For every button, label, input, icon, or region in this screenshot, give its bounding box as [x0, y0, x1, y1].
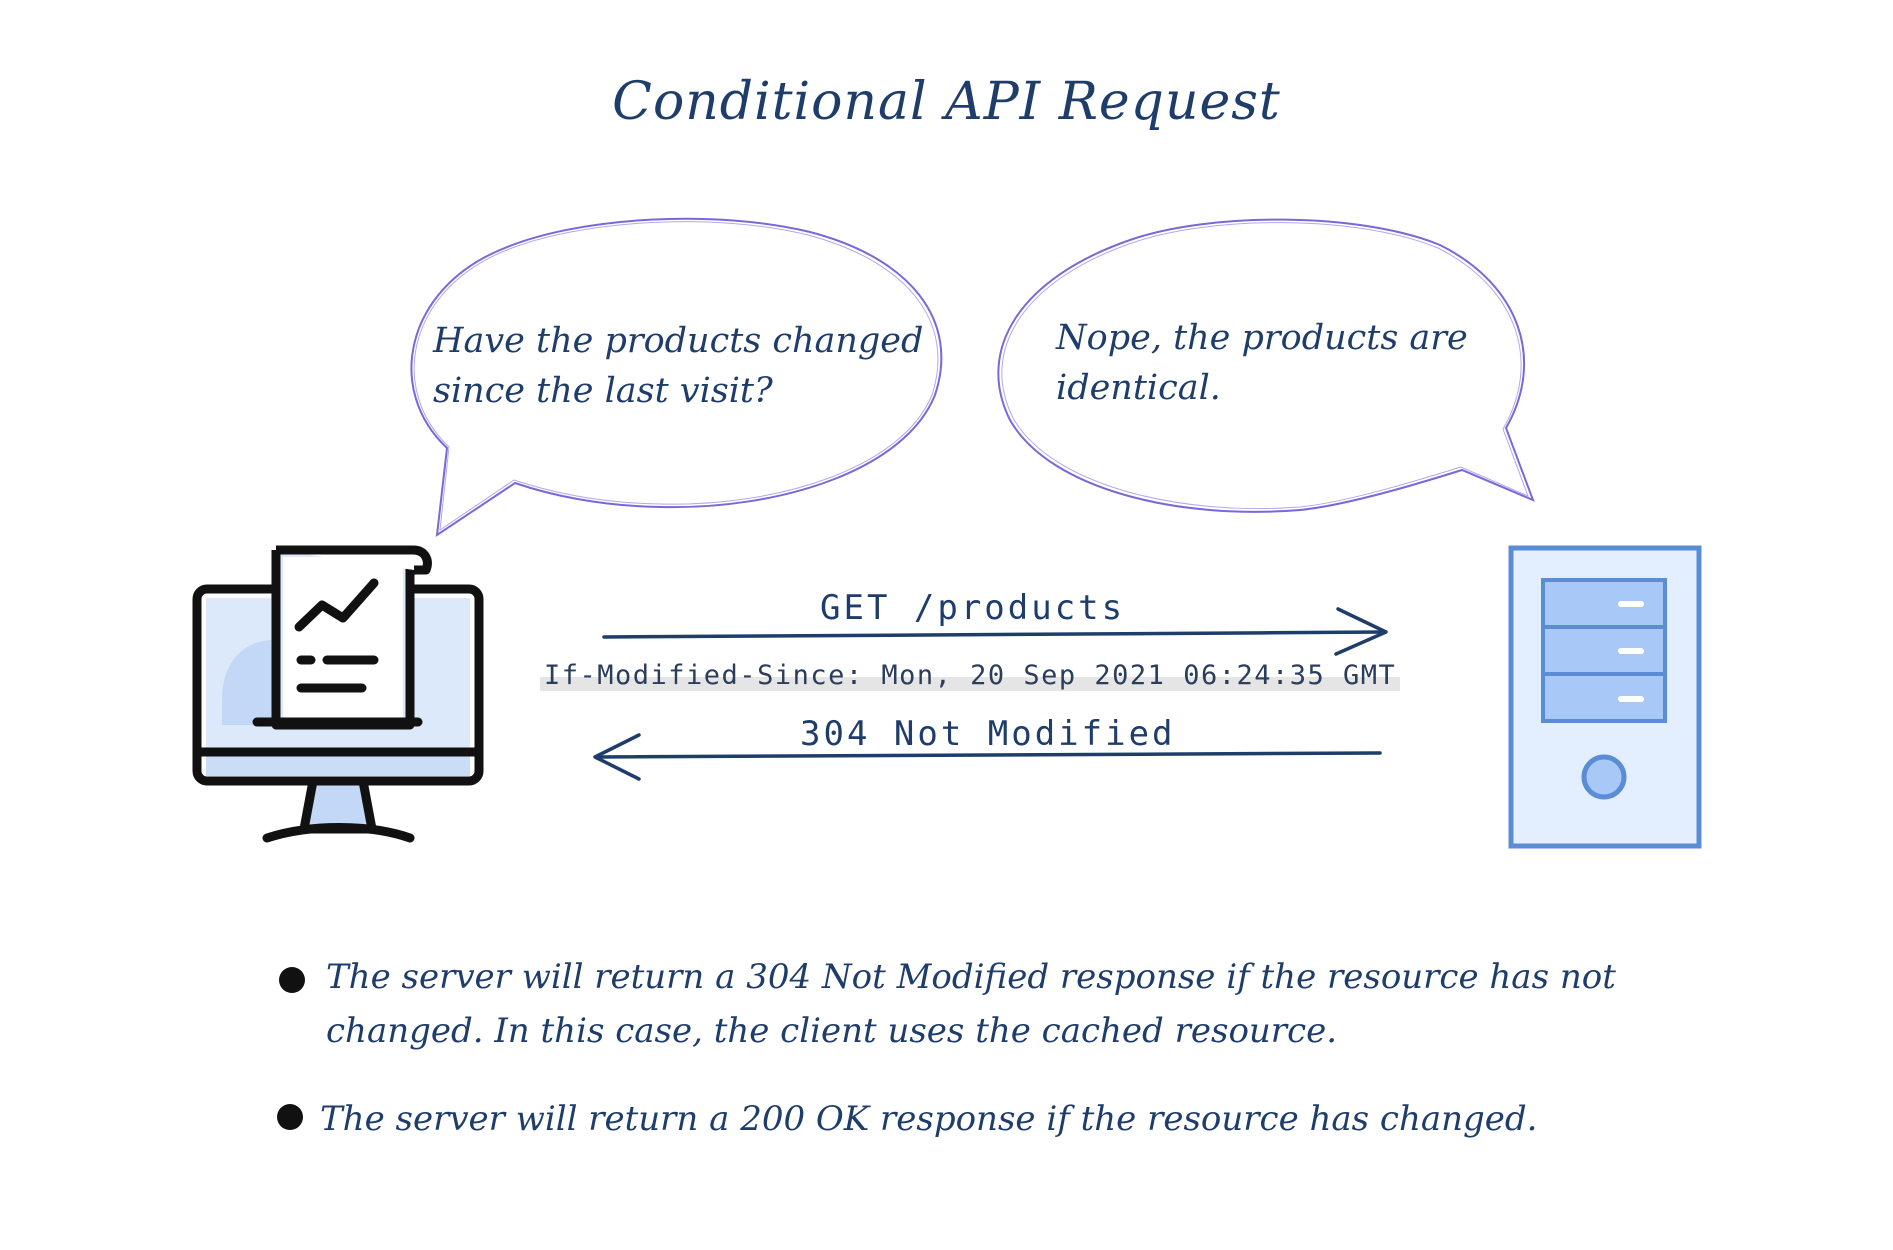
server-tower-icon — [1508, 545, 1702, 849]
computer-monitor-chart-icon — [192, 545, 484, 843]
bullet-dot — [277, 1104, 303, 1130]
request-label: GET /products — [820, 588, 1126, 628]
bullet-dot — [279, 967, 305, 993]
client-speech-bubble — [410, 217, 943, 538]
note-200: The server will return a 200 OK response… — [320, 1099, 1538, 1139]
server-speech-bubble — [997, 218, 1535, 513]
response-label: 304 Not Modified — [800, 714, 1176, 754]
client-question-text: Have the products changed since the last… — [433, 321, 924, 411]
request-header-label: If-Modified-Since: Mon, 20 Sep 2021 06:2… — [540, 660, 1401, 691]
request-arrow — [602, 607, 1388, 656]
note-304: The server will return a 304 Not Modifie… — [326, 957, 1616, 1051]
server-answer-text: Nope, the products are identical. — [1056, 318, 1468, 408]
diagram-title: Conditional API Request — [612, 72, 1281, 132]
response-arrow — [593, 733, 1382, 781]
